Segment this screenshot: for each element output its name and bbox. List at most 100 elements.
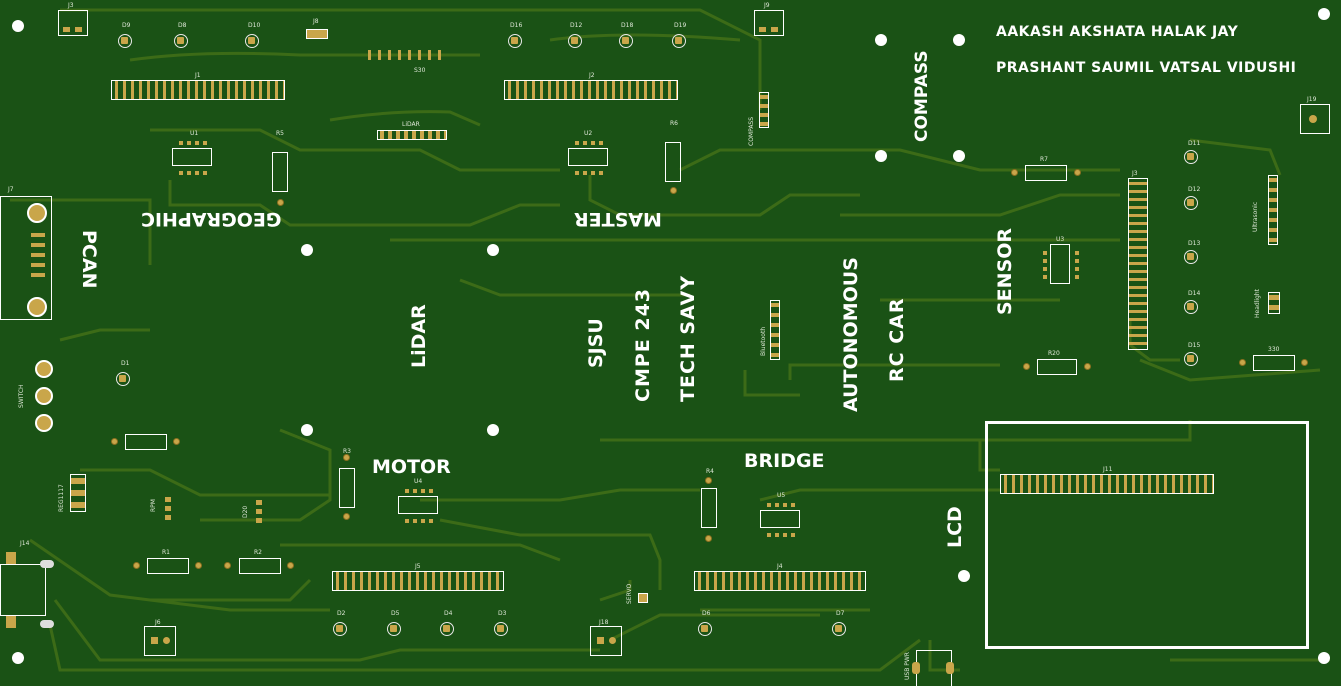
refdes-r7: R7 xyxy=(1040,156,1048,163)
ic-u3 xyxy=(1043,244,1079,284)
refdes-regulator: REG1117 xyxy=(58,484,65,512)
led-d7 xyxy=(832,622,846,636)
label-rccar: RC CAR xyxy=(886,297,908,382)
refdes-s30: S30 xyxy=(414,67,426,74)
refdes-d7: D7 xyxy=(836,610,845,617)
via xyxy=(1302,360,1307,365)
usb-tab xyxy=(40,620,54,628)
team-names-row1: AAKASH AKSHATA HALAK JAY xyxy=(996,24,1239,40)
header-bluetooth xyxy=(770,300,780,360)
header-j4 xyxy=(694,571,866,591)
via xyxy=(1240,360,1245,365)
via xyxy=(344,514,349,519)
refdes-j8: J8 xyxy=(313,18,319,25)
led-d2 xyxy=(333,622,347,636)
refdes-u5: U5 xyxy=(777,492,786,499)
resistor-r3 xyxy=(339,468,355,508)
refdes-330: 330 xyxy=(1268,346,1280,353)
mount-hole xyxy=(1318,652,1330,664)
resistor-r4 xyxy=(701,488,717,528)
header-j2 xyxy=(504,80,678,100)
led-d9 xyxy=(118,34,132,48)
led-d16 xyxy=(508,34,522,48)
switch-power[interactable] xyxy=(33,360,55,432)
mount-hole xyxy=(953,150,965,162)
via xyxy=(344,455,349,460)
header-lidar xyxy=(377,130,447,140)
refdes-r5: R5 xyxy=(276,130,284,137)
refdes-r2: R2 xyxy=(254,549,262,556)
label-pcan: PCAN xyxy=(78,230,100,289)
team-names-row2: PRASHANT SAUMIL VATSAL VIDUSHI xyxy=(996,60,1297,76)
led-d6 xyxy=(698,622,712,636)
connector-usb-j14 xyxy=(0,564,46,616)
via xyxy=(671,188,676,193)
refdes-d10: D10 xyxy=(248,22,261,29)
mount-hole xyxy=(301,424,313,436)
resistor-r6 xyxy=(665,142,681,182)
header-regulator xyxy=(70,474,86,512)
mount-hole xyxy=(958,570,970,582)
mount-hole xyxy=(487,244,499,256)
refdes-j9: J9 xyxy=(764,2,770,9)
refdes-j4: J4 xyxy=(777,563,783,570)
refdes-compass: COMPASS xyxy=(748,116,755,146)
via xyxy=(1012,170,1017,175)
led-d11 xyxy=(1184,150,1198,164)
header-j8 xyxy=(306,29,328,39)
refdes-d5: D5 xyxy=(391,610,400,617)
refdes-j14: J14 xyxy=(20,540,30,547)
via xyxy=(278,200,283,205)
via xyxy=(706,478,711,483)
connector-pcan xyxy=(0,196,52,320)
refdes-j1: J1 xyxy=(195,72,201,79)
led-d5 xyxy=(387,622,401,636)
via xyxy=(112,439,117,444)
refdes-d1: D1 xyxy=(121,360,130,367)
rpm-pads xyxy=(165,497,171,521)
via xyxy=(1024,364,1029,369)
via xyxy=(134,563,139,568)
resistor-r20 xyxy=(1037,359,1077,375)
terminal-j3 xyxy=(58,10,88,36)
header-j5 xyxy=(332,571,504,591)
refdes-u4: U4 xyxy=(414,478,423,485)
led-d19 xyxy=(672,34,686,48)
refdes-d15: D15 xyxy=(1188,342,1201,349)
refdes-lidar: LiDAR xyxy=(402,121,420,128)
refdes-d11: D11 xyxy=(1188,140,1201,147)
usb-tab xyxy=(6,552,16,564)
refdes-u1: U1 xyxy=(190,130,199,137)
header-lcd xyxy=(1000,474,1214,494)
refdes-servo: SERVO xyxy=(626,583,633,604)
label-bridge: BRIDGE xyxy=(744,450,825,472)
mount-hole xyxy=(1318,8,1330,20)
refdes-d9: D9 xyxy=(122,22,131,29)
mount-hole xyxy=(12,652,24,664)
refdes-d12: D12 xyxy=(570,22,583,29)
refdes-lcd-header: J11 xyxy=(1103,466,1113,473)
resistor-r2 xyxy=(239,558,281,574)
label-sensor: SENSOR xyxy=(994,227,1016,315)
refdes-r6: R6 xyxy=(670,120,678,127)
via xyxy=(196,563,201,568)
header-ultrasonic xyxy=(1268,175,1278,245)
refdes-d4: D4 xyxy=(444,610,453,617)
label-geographic: GEOGRAPHIC xyxy=(141,208,282,230)
header-headlight xyxy=(1268,292,1280,314)
refdes-j18: J18 xyxy=(599,619,609,626)
refdes-d3: D3 xyxy=(498,610,507,617)
label-motor: MOTOR xyxy=(372,456,451,478)
resistor-r5 xyxy=(272,152,288,192)
usb-pwr-tab xyxy=(912,662,920,674)
led-d3 xyxy=(494,622,508,636)
mount-hole xyxy=(875,34,887,46)
refdes-rpm: RPM xyxy=(150,499,157,512)
via xyxy=(1085,364,1090,369)
refdes-j5: J5 xyxy=(415,563,421,570)
usb-pwr-tab xyxy=(946,662,954,674)
header-j3 xyxy=(1128,178,1148,350)
mount-hole xyxy=(487,424,499,436)
